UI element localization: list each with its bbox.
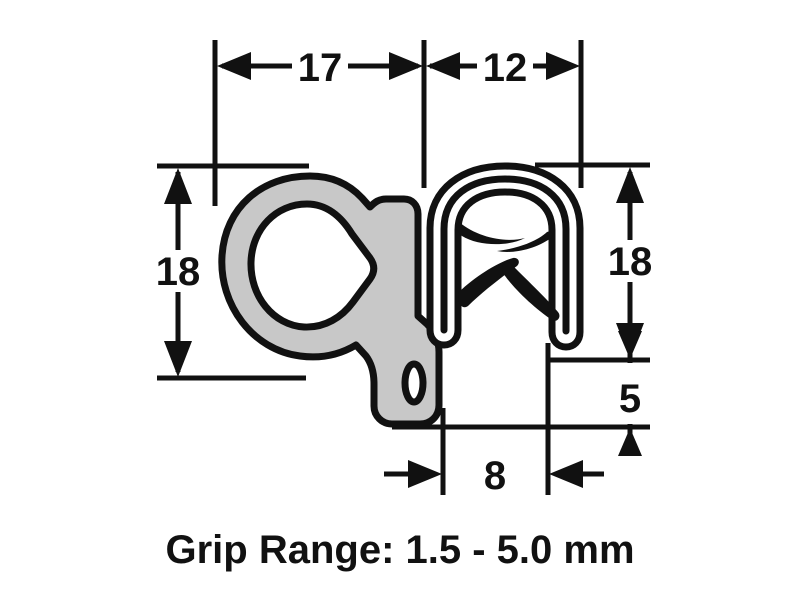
profile-geometry	[218, 162, 584, 428]
dim-label-5: 5	[619, 377, 641, 421]
arrow-17-right	[389, 52, 423, 80]
arrow-12-right	[546, 52, 580, 80]
dim-label-12: 12	[483, 46, 528, 90]
dim-label-8: 8	[484, 454, 506, 498]
dim-label-17: 17	[298, 46, 343, 90]
dimension-labels: 17 12 18 18 5 8	[150, 46, 658, 498]
u-channel-inner-wall	[440, 175, 570, 335]
bulb-inner-hole	[247, 200, 378, 331]
tail-slot-hole	[401, 360, 427, 406]
dimension-arrowheads	[164, 52, 644, 488]
arrow-8-left	[408, 460, 442, 488]
arrow-8-right	[549, 460, 583, 488]
dim-label-right-18: 18	[608, 240, 653, 284]
arrow-right-18-up	[616, 167, 644, 203]
arrow-12-left	[426, 52, 460, 80]
label-bg-12	[477, 46, 533, 88]
label-bg-left-18	[150, 250, 206, 292]
grip-range-caption: Grip Range: 1.5 - 5.0 mm	[165, 528, 634, 572]
grip-fin-upper-left	[456, 222, 525, 245]
label-bg-17	[292, 46, 348, 88]
arrow-left-18-up	[164, 168, 192, 204]
grip-fin-lower-right	[502, 261, 560, 321]
arrow-right-5-down	[618, 428, 642, 456]
arrow-right-5-up	[618, 331, 642, 359]
dim-label-left-18: 18	[156, 250, 201, 294]
arrow-left-18-down	[164, 341, 192, 377]
grip-fin-upper-right	[497, 231, 553, 252]
label-bg-right-18	[602, 240, 658, 282]
arrow-17-left	[217, 52, 251, 80]
